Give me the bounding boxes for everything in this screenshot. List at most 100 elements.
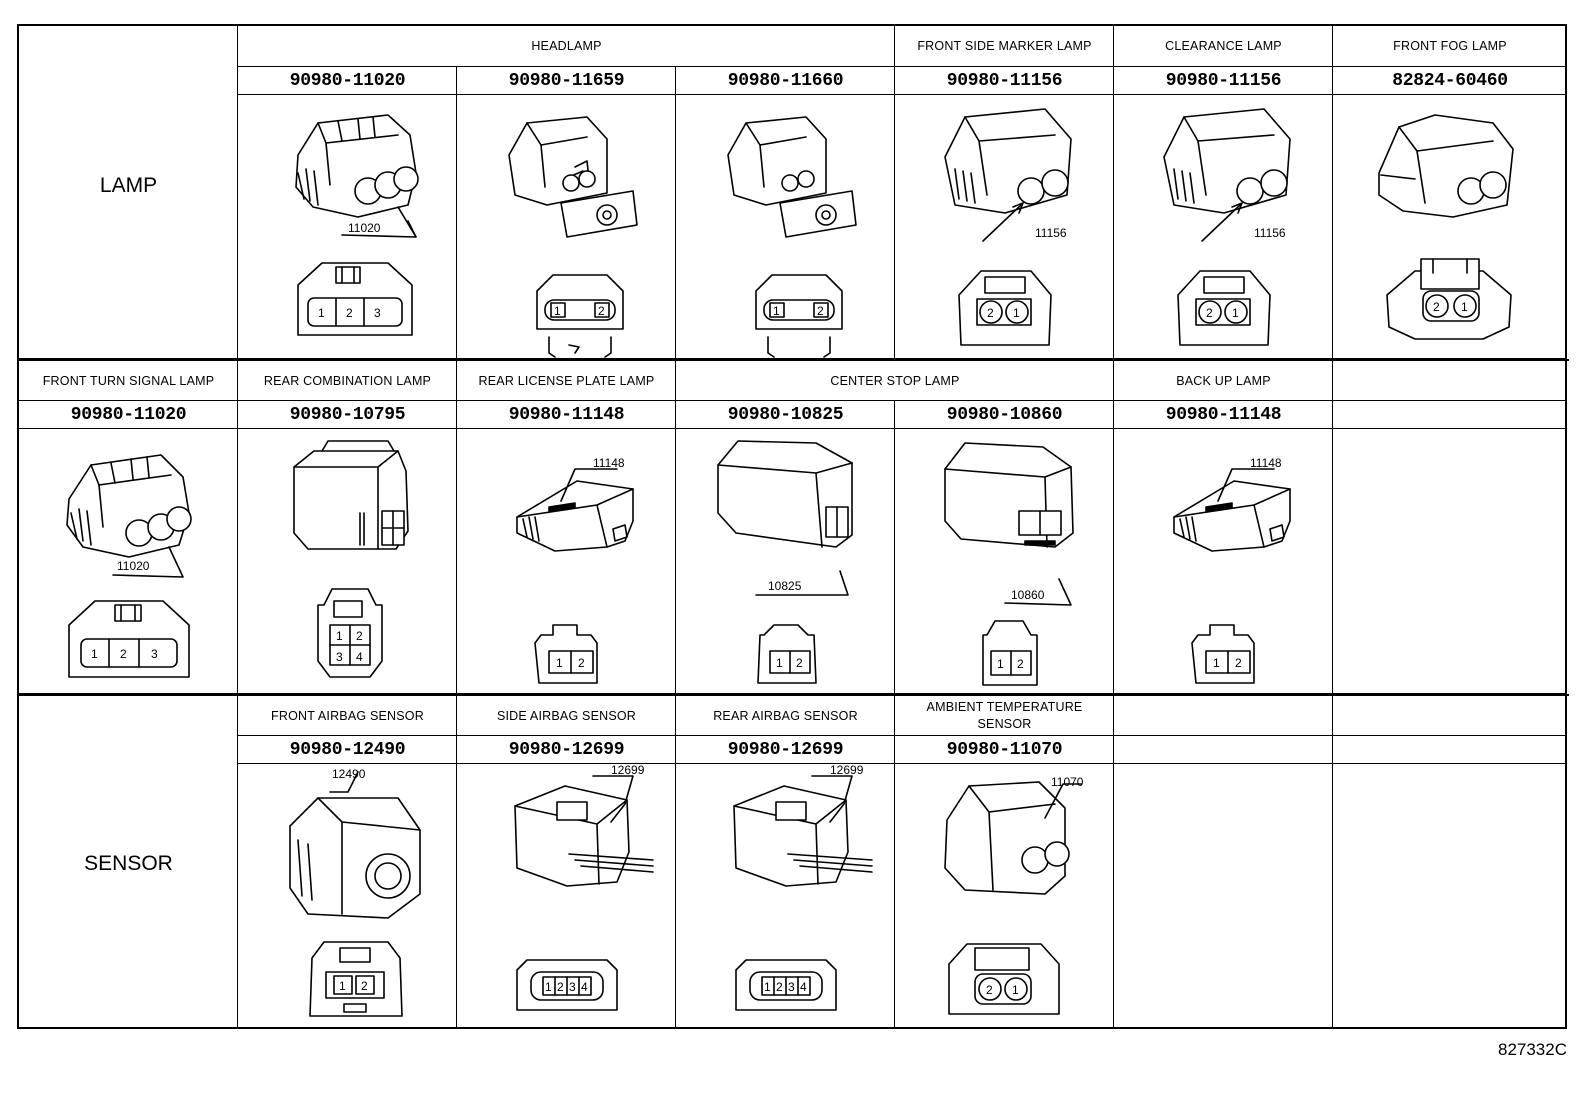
callout-label: 11148	[1250, 456, 1282, 470]
connector-drawing-11020: 11020 1 2 3	[19, 429, 238, 694]
connector-drawing-10795: 1 2 3 4	[238, 429, 457, 694]
part-cell	[457, 401, 676, 429]
connector-drawing-11660: 1 2	[676, 95, 895, 359]
group-header-ambient-temp	[895, 696, 1114, 736]
group-label-rear-airbag: REAR AIRBAG SENSOR	[713, 708, 858, 723]
part-number: 90980-11148	[1165, 405, 1282, 425]
connector-drawing-11148: 11148 1 2	[1114, 429, 1333, 694]
pin-label: 2	[361, 979, 368, 993]
part-number: 90980-10825	[727, 405, 844, 425]
category-cell-lamp	[19, 26, 238, 359]
part-cell	[895, 736, 1114, 764]
callout-label: 11156	[1254, 226, 1286, 240]
part-cell	[19, 401, 238, 429]
pin-label: 1	[1213, 656, 1220, 670]
group-label-front-fog: FRONT FOG LAMP	[1393, 39, 1507, 53]
image-cell	[1114, 429, 1333, 694]
part-cell	[1114, 401, 1333, 429]
pin-label: 3	[569, 980, 576, 994]
group-label-front-side-marker: FRONT SIDE MARKER LAMP	[917, 39, 1092, 53]
category-label-lamp: LAMP	[99, 174, 158, 197]
pin-label: 1	[318, 306, 325, 320]
image-cell	[895, 95, 1114, 359]
pin-label: 2	[1433, 300, 1440, 314]
empty-image-cell	[1114, 764, 1333, 1029]
empty-header	[1333, 361, 1567, 401]
pin-label: 1	[91, 647, 98, 661]
image-cell	[895, 429, 1114, 694]
callout-label: 10825	[768, 579, 802, 593]
part-cell	[676, 736, 895, 764]
empty-image-cell	[1333, 764, 1567, 1029]
image-cell	[895, 764, 1114, 1029]
part-cell	[1114, 67, 1333, 95]
image-cell	[457, 95, 676, 359]
pin-label: 2	[346, 306, 353, 320]
group-label-headlamp: HEADLAMP	[531, 39, 602, 53]
empty-image-cell	[1333, 429, 1567, 694]
callout-label: 12490	[332, 767, 366, 781]
connector-drawing-11070: 11070 2 1	[895, 764, 1114, 1029]
group-header-rear-airbag	[676, 696, 895, 736]
part-number: 90980-11020	[289, 71, 406, 91]
empty-part-cell	[1114, 736, 1333, 764]
image-cell	[1333, 95, 1567, 359]
part-number: 90980-11020	[70, 405, 187, 425]
pin-label: 1	[1013, 306, 1020, 320]
empty-header	[1333, 696, 1567, 736]
part-number: 90980-11659	[508, 71, 625, 91]
part-number: 90980-11070	[946, 740, 1063, 760]
part-cell	[895, 401, 1114, 429]
pin-label: 2	[120, 647, 127, 661]
pin-label: 1	[1461, 300, 1468, 314]
pin-label: 2	[1235, 656, 1242, 670]
row-divider	[19, 359, 1569, 361]
connector-drawing-12699: 12699 1 2 3 4	[457, 764, 676, 1029]
connector-drawing-11156: 11156 2 1	[1114, 95, 1333, 359]
category-cell-sensor	[19, 696, 238, 1029]
callout-label: 11148	[593, 456, 625, 470]
pin-label: 1	[997, 657, 1004, 671]
pin-label: 3	[374, 306, 381, 320]
part-number: 90980-12699	[727, 740, 844, 760]
figure-id: 827332C	[1497, 1040, 1567, 1059]
part-number: 90980-12490	[289, 740, 406, 760]
group-header-center-stop	[676, 361, 1114, 401]
pin-label: 2	[986, 983, 993, 997]
image-cell	[1114, 95, 1333, 359]
callout-label: 11156	[1035, 226, 1067, 240]
connector-drawing-10825: 10825 1 2	[676, 429, 895, 694]
group-header-front-side-marker	[895, 26, 1114, 67]
image-cell	[457, 764, 676, 1029]
callout-label: 11070	[1051, 775, 1084, 789]
pin-label: 1	[773, 304, 780, 318]
part-number: 90980-10860	[946, 405, 1063, 425]
part-cell	[676, 401, 895, 429]
pin-label: 4	[581, 980, 588, 994]
connector-drawing-12699: 12699 1 2 3 4	[676, 764, 895, 1029]
pin-label: 1	[1232, 306, 1239, 320]
pin-label: 2	[598, 304, 605, 318]
chart-frame: LAMP HEADLAMP FRONT SIDE MARKER LAMP CLE…	[17, 24, 1569, 1029]
pin-label: 3	[151, 647, 158, 661]
image-cell	[238, 95, 457, 359]
part-number: 82824-60460	[1392, 71, 1508, 91]
connector-drawing-11020: 11020 1 2 3	[238, 95, 457, 359]
group-label-clearance: CLEARANCE LAMP	[1165, 39, 1282, 53]
group-header-headlamp	[238, 26, 895, 67]
pin-label: 1	[556, 656, 563, 670]
image-cell	[238, 429, 457, 694]
part-cell	[238, 67, 457, 95]
image-cell	[238, 764, 457, 1029]
callout-label: 11020	[348, 221, 381, 235]
part-cell	[676, 67, 895, 95]
callout-label: 12699	[611, 764, 645, 777]
group-label-front-airbag: FRONT AIRBAG SENSOR	[271, 708, 424, 723]
pin-label: 1	[1012, 983, 1019, 997]
part-number: 90980-12699	[508, 740, 625, 760]
row-divider	[19, 694, 1569, 696]
image-cell	[457, 429, 676, 694]
connector-drawing-10860: 10860 1 2	[895, 429, 1114, 694]
empty-header	[1114, 696, 1333, 736]
pin-label: 2	[987, 306, 994, 320]
